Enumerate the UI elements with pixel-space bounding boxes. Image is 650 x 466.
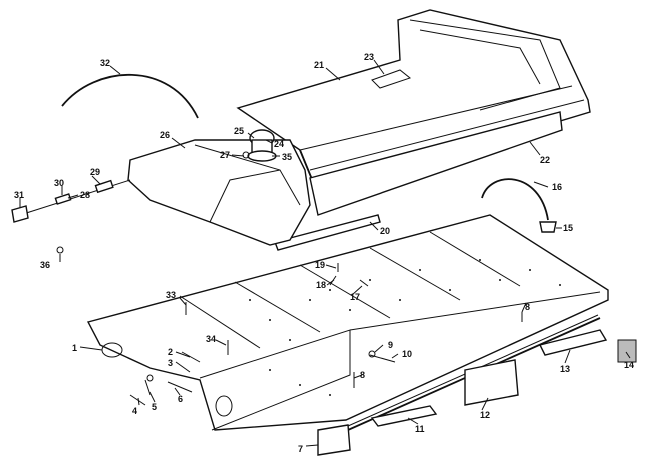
- callout-20: 20: [380, 226, 390, 236]
- callout-21: 21: [314, 60, 324, 70]
- callout-16: 16: [552, 182, 562, 192]
- callout-26: 26: [160, 130, 170, 140]
- callout-11: 11: [415, 424, 425, 434]
- fitting-15: [539, 221, 557, 233]
- callout-32: 32: [100, 58, 110, 68]
- callout-19: 19: [315, 260, 325, 270]
- callout-15: 15: [563, 223, 573, 233]
- callout-36: 36: [40, 260, 50, 270]
- fuel-tank: [127, 129, 311, 246]
- hose-16: [481, 178, 549, 221]
- callout-24: 24: [274, 139, 284, 149]
- reflector-strip: [538, 329, 608, 356]
- leader-lines: [19, 59, 631, 447]
- callout-35: 35: [282, 152, 292, 162]
- callout-2: 2: [168, 347, 173, 357]
- callout-5: 5: [152, 402, 157, 412]
- vent-line-32: [61, 73, 199, 119]
- callout-6: 6: [178, 394, 183, 404]
- strap-20: [274, 214, 381, 251]
- gasket-35: [247, 150, 277, 162]
- fitting-31: [11, 205, 29, 223]
- callout-25: 25: [234, 126, 244, 136]
- callout-22: 22: [540, 155, 550, 165]
- seat-emblem-23: [371, 69, 412, 89]
- callout-10: 10: [402, 349, 412, 359]
- callout-28: 28: [80, 190, 90, 200]
- callout-30: 30: [54, 178, 64, 188]
- callout-29: 29: [90, 167, 100, 177]
- bracket-12: [464, 359, 519, 406]
- callout-14: 14: [624, 360, 634, 370]
- filter-30: [54, 193, 72, 205]
- clamp-36: [56, 246, 64, 254]
- callout-labels: 1 2 3 4 5 6 7 8 8 9 10 11 12 13 14 15 16…: [14, 52, 634, 454]
- callout-8a: 8: [525, 302, 530, 312]
- hardware: [129, 151, 523, 406]
- callout-8b: 8: [360, 370, 365, 380]
- rivet-pattern: [249, 259, 561, 396]
- callout-9: 9: [388, 340, 393, 350]
- callout-34: 34: [206, 334, 216, 344]
- callout-31: 31: [14, 190, 24, 200]
- reflector-14: [617, 339, 637, 363]
- callout-18: 18: [316, 280, 326, 290]
- bracket-7: [317, 424, 351, 456]
- callout-3: 3: [168, 358, 173, 368]
- callout-12: 12: [480, 410, 490, 420]
- callout-7: 7: [298, 444, 303, 454]
- callout-1: 1: [72, 343, 77, 353]
- seat-base-22: [309, 111, 563, 216]
- callout-4: 4: [132, 406, 137, 416]
- callout-33: 33: [166, 290, 176, 300]
- callout-17: 17: [350, 292, 360, 302]
- connector-29: [94, 179, 114, 194]
- callout-27: 27: [220, 150, 230, 160]
- belly-pan: [86, 214, 609, 431]
- callout-13: 13: [560, 364, 570, 374]
- callout-23: 23: [364, 52, 374, 62]
- fuel-line-28: [19, 179, 131, 216]
- plate-11: [370, 405, 438, 427]
- seat-assembly: [236, 9, 591, 216]
